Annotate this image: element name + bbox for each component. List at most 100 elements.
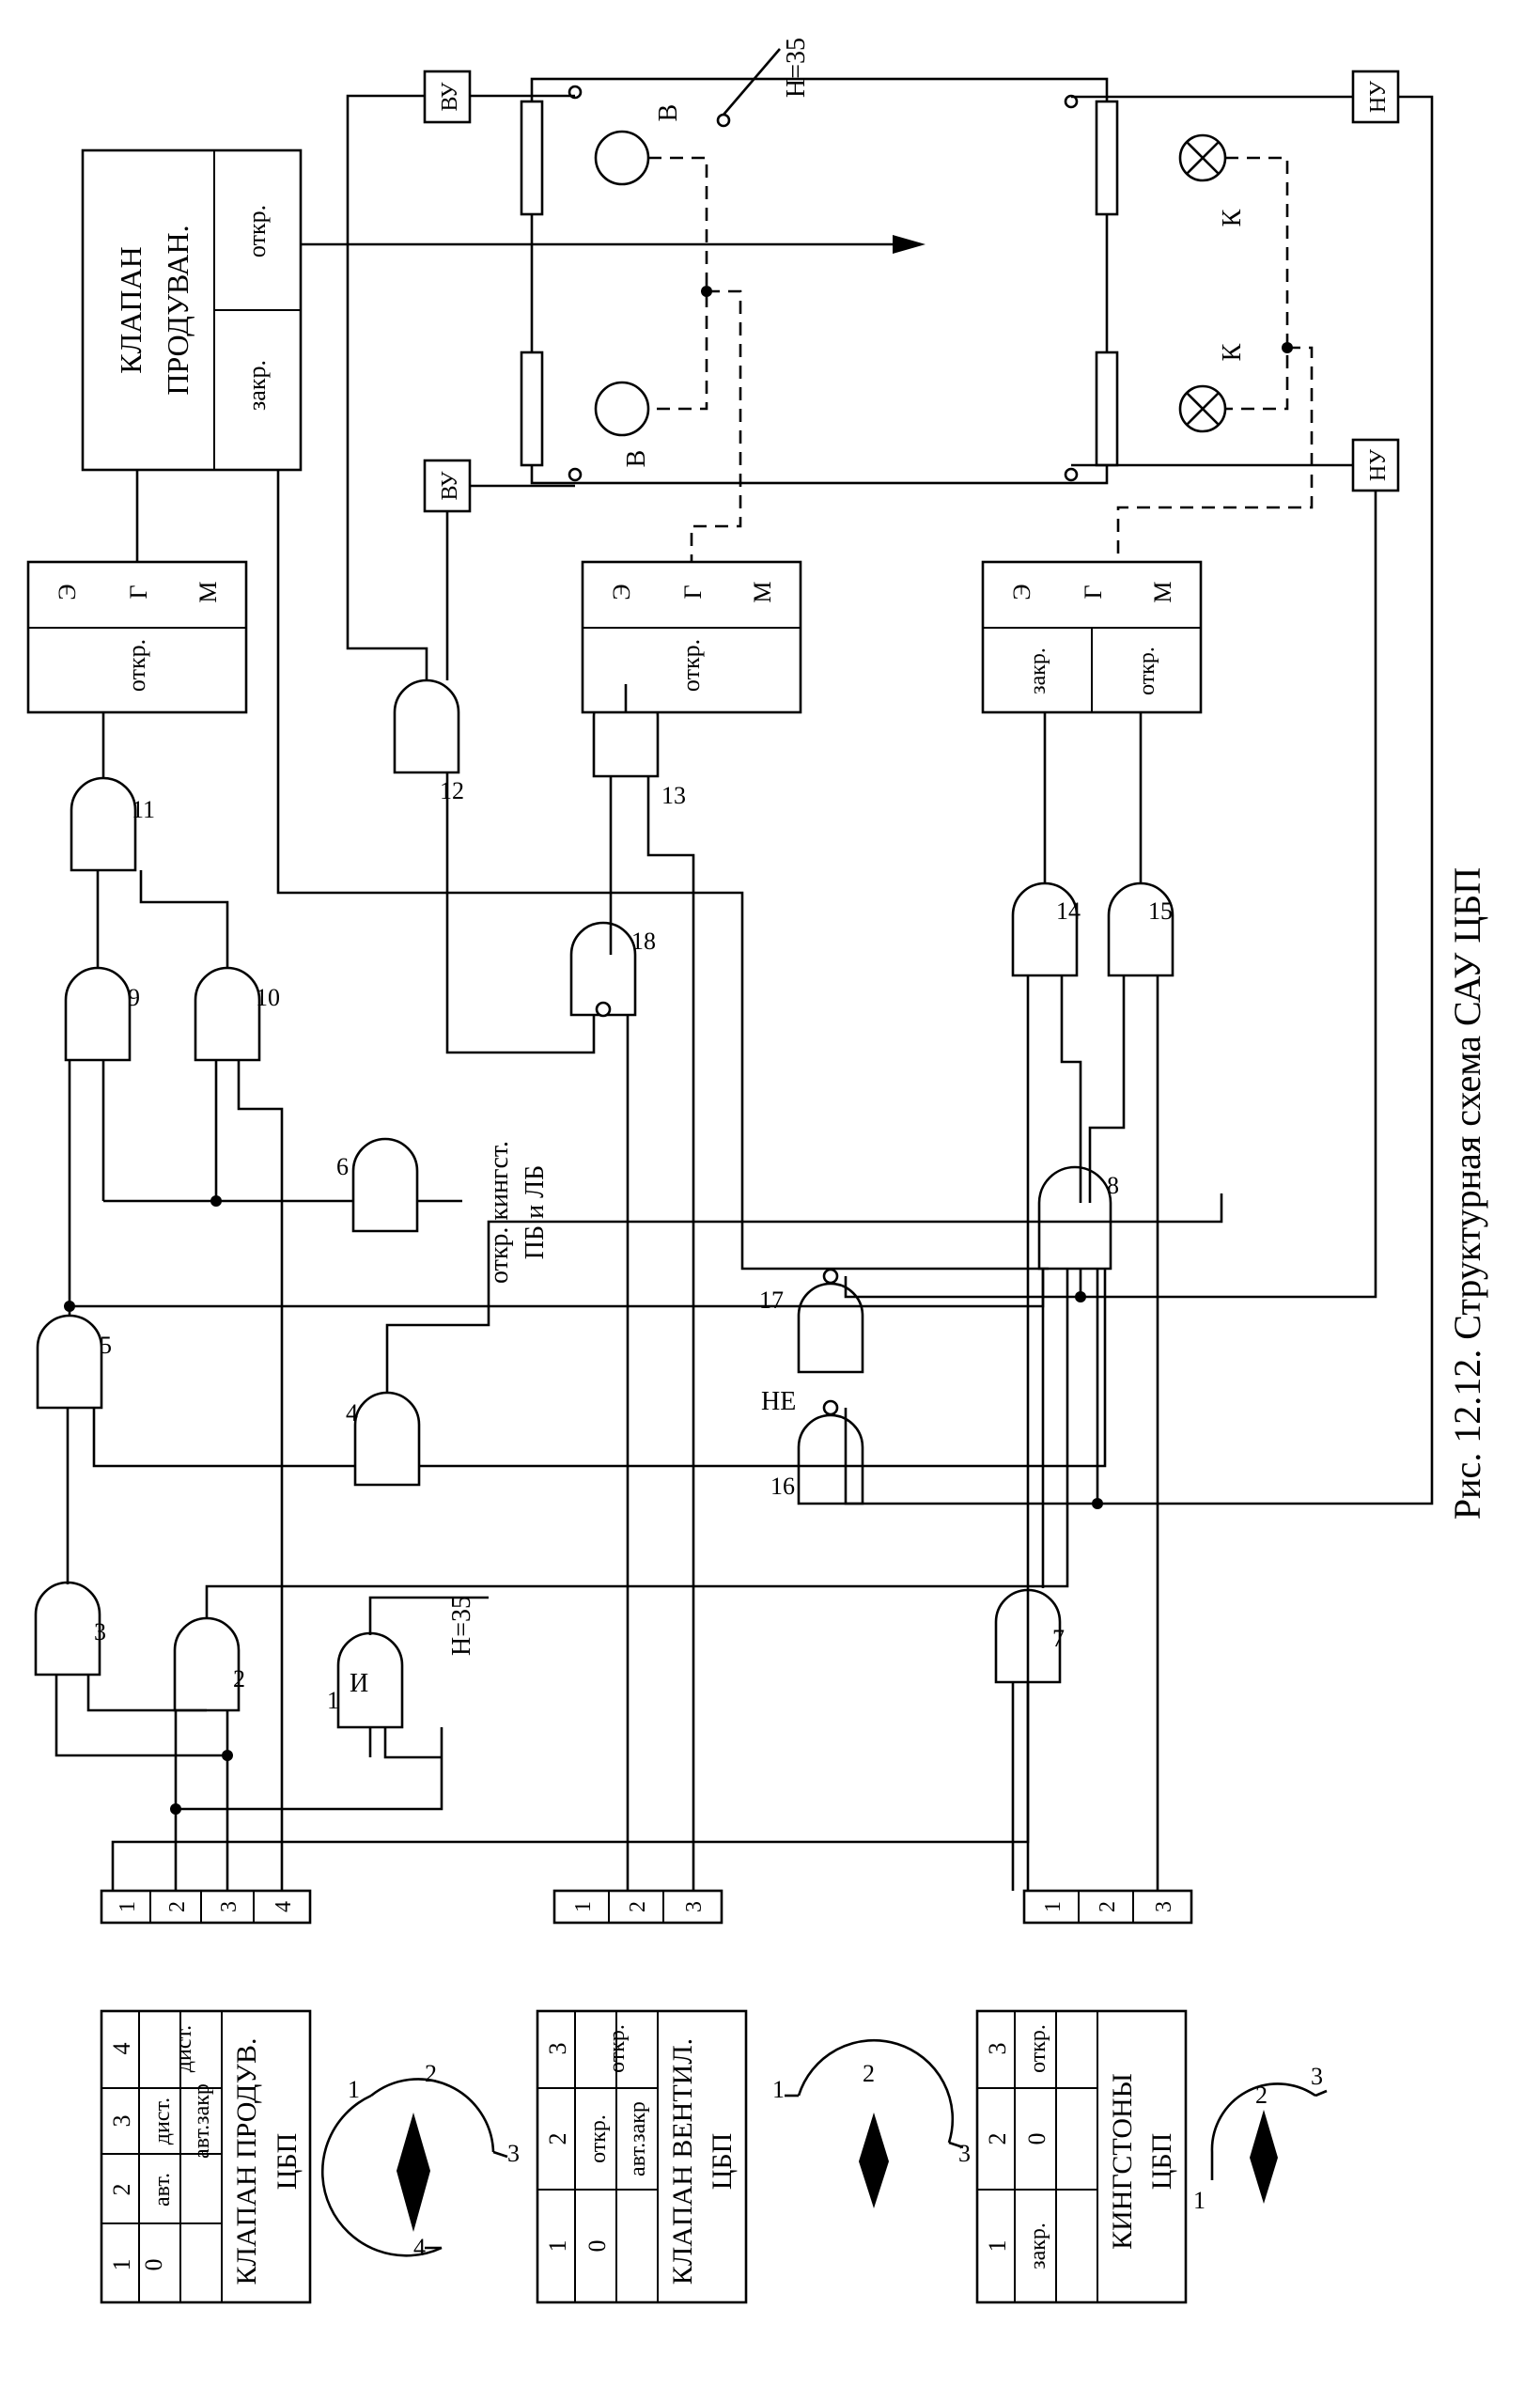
g6-input-label-b: ПБ и ЛБ xyxy=(521,1165,550,1259)
svg-text:ВУ: ВУ xyxy=(438,471,462,500)
selector-dial-icon[interactable]: 1 2 3 xyxy=(772,2038,971,2208)
svg-text:7: 7 xyxy=(1052,1625,1065,1652)
svg-text:2: 2 xyxy=(233,1665,245,1692)
sel3-dial2: 2 xyxy=(1255,2082,1268,2109)
sel2-term1: 1 xyxy=(571,1901,596,1912)
and-gate-1: 1 И xyxy=(327,1631,404,1729)
and-gate-10: 10 xyxy=(194,966,280,1062)
svg-text:НЕ: НЕ xyxy=(761,1387,796,1416)
selector-dial-icon[interactable]: 1 2 3 xyxy=(1193,2063,1328,2214)
svg-text:КЛАПАН: КЛАПАН xyxy=(114,246,148,373)
sel3-term2: 2 xyxy=(1096,1901,1120,1912)
sel1-code1: 0 xyxy=(140,2259,167,2271)
svg-text:3: 3 xyxy=(94,1618,106,1645)
svg-text:5: 5 xyxy=(100,1332,112,1359)
sel1-code4: дист. xyxy=(172,2025,196,2072)
sel2-pos2: 2 xyxy=(544,2133,571,2145)
sel3-pos2: 2 xyxy=(984,2133,1011,2145)
and-gate-8: 8 xyxy=(1037,1165,1119,1271)
svg-text:К: К xyxy=(1218,343,1247,361)
sel2-code3: откр. xyxy=(605,2024,630,2073)
svg-text:ВУ: ВУ xyxy=(438,82,462,111)
sel1-code3b: авт.закр xyxy=(190,2083,214,2159)
svg-text:закр.: закр. xyxy=(243,360,271,411)
nu-sensor-mid: НУ xyxy=(1351,438,1400,492)
svg-text:6: 6 xyxy=(336,1153,349,1180)
sel2-title-b: ЦБП xyxy=(707,2133,738,2191)
svg-text:Г: Г xyxy=(1080,585,1107,599)
sel2-pos1: 1 xyxy=(544,2240,571,2253)
h35-tank-label: Н=35 xyxy=(782,38,811,98)
vu-sensor-mid: ВУ xyxy=(423,459,472,513)
sel2-pos3: 3 xyxy=(544,2043,571,2055)
valve-b2-icon xyxy=(594,381,650,437)
sel2-dial1: 1 xyxy=(772,2076,785,2103)
sel1-title-a: КЛАПАН ПРОДУВ. xyxy=(231,2038,262,2285)
svg-text:И: И xyxy=(350,1669,368,1698)
sel1-term1: 1 xyxy=(116,1901,140,1912)
svg-text:закр.: закр. xyxy=(1026,647,1050,694)
and-gate-6: 6 xyxy=(336,1137,419,1233)
h35-left-label: Н=35 xyxy=(447,1596,476,1656)
and-gate-14: 14 xyxy=(1011,881,1081,977)
svg-text:откр.: откр. xyxy=(677,639,705,692)
svg-text:В: В xyxy=(654,104,683,122)
sel1-dial3: 3 xyxy=(507,2140,520,2167)
egm-block-3: закр. откр. Э Г М xyxy=(981,560,1203,714)
svg-text:Г: Г xyxy=(679,585,707,599)
svg-text:9: 9 xyxy=(128,984,140,1011)
sel3-code3: откр. xyxy=(1026,2024,1050,2073)
sel1-pos1: 1 xyxy=(108,2259,135,2271)
sel3-pos1: 1 xyxy=(984,2240,1011,2253)
and-gate-11: 11 xyxy=(70,776,155,872)
and-gate-12: 12 xyxy=(393,678,464,804)
svg-text:М: М xyxy=(194,581,222,602)
svg-text:11: 11 xyxy=(132,796,155,823)
sel1-term3: 3 xyxy=(217,1901,241,1912)
svg-text:12: 12 xyxy=(440,777,464,804)
and-gate-7: 7 xyxy=(994,1588,1065,1684)
selector-dial-icon[interactable]: 1 2 3 4 xyxy=(320,2060,520,2261)
egm-block-1: откр. Э Г М xyxy=(26,560,248,714)
and-gate-18: 18 xyxy=(569,921,656,1018)
svg-text:откр.: откр. xyxy=(123,639,150,692)
selector-klapan-produv: 1 2 3 4 0 авт. дист. авт.закр дист. КЛАП… xyxy=(100,1889,520,2304)
svg-text:1: 1 xyxy=(327,1687,339,1714)
svg-text:К: К xyxy=(1218,209,1247,226)
sel3-code1: закр. xyxy=(1026,2222,1050,2269)
valve-k2-icon xyxy=(1178,384,1227,433)
sel2-dial2: 2 xyxy=(863,2060,875,2087)
sel3-pos3: 3 xyxy=(984,2043,1011,2055)
svg-text:М: М xyxy=(1149,581,1176,602)
svg-text:ПРОДУВАН.: ПРОДУВАН. xyxy=(161,225,194,395)
selector-kingstony: 1 2 3 закр. 0 откр. КИНГСТОНЫ ЦБП 1 2 3 … xyxy=(975,1889,1328,2304)
wiring xyxy=(54,94,1434,1891)
svg-text:Э: Э xyxy=(608,584,635,600)
sel1-term2: 2 xyxy=(165,1901,190,1912)
and-gate-5: 5 xyxy=(36,1314,112,1410)
sel1-title-b: ЦБП xyxy=(272,2133,303,2191)
svg-text:НУ: НУ xyxy=(1366,81,1391,113)
svg-text:15: 15 xyxy=(1148,897,1173,925)
sel1-code3a: дист. xyxy=(150,2097,175,2144)
and-gate-9: 9 xyxy=(64,966,140,1062)
svg-text:Э: Э xyxy=(1008,584,1035,600)
vu-sensor-top: ВУ xyxy=(423,70,472,124)
sel2-code2b: авт.закр xyxy=(626,2101,650,2176)
sel3-term1: 1 xyxy=(1041,1901,1066,1912)
and-gate-2: 2 xyxy=(173,1616,245,1712)
nu-sensor-top: НУ xyxy=(1351,70,1400,124)
svg-text:откр.: откр. xyxy=(1135,647,1159,695)
selector-klapan-ventil: 1 2 3 0 откр. авт.закр откр. КЛАПАН ВЕНТ… xyxy=(536,1889,971,2304)
sel3-dial1: 1 xyxy=(1193,2187,1206,2214)
svg-text:откр.: откр. xyxy=(243,205,271,257)
svg-text:В: В xyxy=(622,450,651,468)
sel1-dial2: 2 xyxy=(425,2060,437,2087)
figure-caption: Рис. 12.12. Структурная схема САУ ЦБП xyxy=(1446,867,1488,1520)
egm-block-2: откр. Э Г М xyxy=(581,560,802,714)
svg-text:4: 4 xyxy=(346,1399,358,1427)
svg-text:М: М xyxy=(749,581,776,602)
and-gate-15: 15 xyxy=(1107,881,1174,977)
sel1-code2: авт. xyxy=(150,2173,175,2207)
